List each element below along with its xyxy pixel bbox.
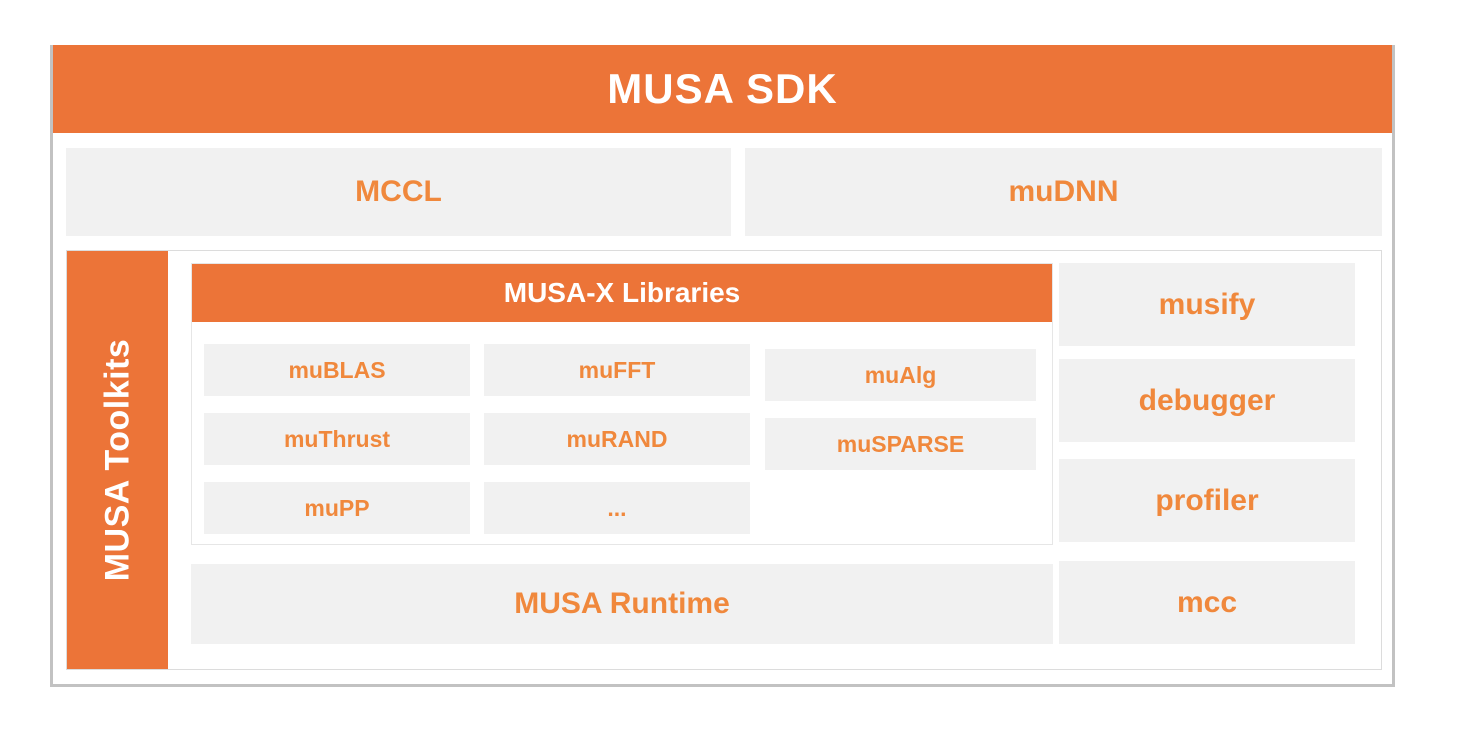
developer-tools-column: musify debugger profiler mcc bbox=[1059, 263, 1355, 644]
musa-sdk-banner-label: MUSA SDK bbox=[607, 65, 838, 112]
block-mufft-label: muFFT bbox=[578, 356, 656, 383]
block-mualg-label: muAlg bbox=[864, 361, 937, 388]
block-profiler[interactable]: profiler bbox=[1059, 459, 1355, 542]
block-mccl[interactable]: MCCL bbox=[66, 148, 731, 236]
block-mublas[interactable]: muBLAS bbox=[204, 344, 470, 396]
block-musparse-label: muSPARSE bbox=[836, 430, 965, 457]
musa-x-libraries-grid: muBLAS muThrust muPP muFFT muRAND ... bbox=[192, 322, 1052, 544]
block-musparse[interactable]: muSPARSE bbox=[765, 418, 1036, 470]
block-mufft[interactable]: muFFT bbox=[484, 344, 750, 396]
block-mublas-label: muBLAS bbox=[288, 356, 386, 383]
block-musify[interactable]: musify bbox=[1059, 263, 1355, 346]
block-debugger[interactable]: debugger bbox=[1059, 359, 1355, 442]
musa-x-libraries-panel: MUSA-X Libraries muBLAS muThrust muPP mu… bbox=[191, 263, 1053, 545]
block-murand-label: muRAND bbox=[566, 425, 668, 452]
library-row-top: MCCL muDNN bbox=[66, 148, 1382, 236]
musa-toolkits-sidebar: MUSA Toolkits bbox=[67, 251, 168, 669]
block-muthrust[interactable]: muThrust bbox=[204, 413, 470, 465]
block-more-libraries-label: ... bbox=[607, 494, 627, 521]
block-mcc[interactable]: mcc bbox=[1059, 561, 1355, 644]
block-murand[interactable]: muRAND bbox=[484, 413, 750, 465]
block-musify-label: musify bbox=[1158, 287, 1256, 321]
block-musa-runtime[interactable]: MUSA Runtime bbox=[191, 564, 1053, 644]
musa-toolkits-panel: MUSA Toolkits MUSA-X Libraries muBLAS mu… bbox=[66, 250, 1382, 670]
block-mualg[interactable]: muAlg bbox=[765, 349, 1036, 401]
block-mcc-label: mcc bbox=[1176, 585, 1238, 619]
block-profiler-label: profiler bbox=[1155, 483, 1259, 517]
musa-toolkits-sidebar-label: MUSA Toolkits bbox=[98, 338, 136, 582]
block-muthrust-label: muThrust bbox=[283, 425, 391, 452]
block-mccl-label: MCCL bbox=[355, 175, 442, 208]
block-mudnn[interactable]: muDNN bbox=[745, 148, 1382, 236]
block-mudnn-label: muDNN bbox=[1008, 175, 1119, 208]
block-debugger-label: debugger bbox=[1138, 383, 1276, 417]
musa-x-libraries-header-label: MUSA-X Libraries bbox=[503, 277, 741, 308]
musa-x-libraries-header: MUSA-X Libraries bbox=[192, 264, 1052, 322]
musa-sdk-banner: MUSA SDK bbox=[53, 45, 1392, 133]
block-mupp[interactable]: muPP bbox=[204, 482, 470, 534]
block-musa-runtime-label: MUSA Runtime bbox=[514, 587, 730, 620]
block-mupp-label: muPP bbox=[304, 494, 370, 521]
block-more-libraries[interactable]: ... bbox=[484, 482, 750, 534]
